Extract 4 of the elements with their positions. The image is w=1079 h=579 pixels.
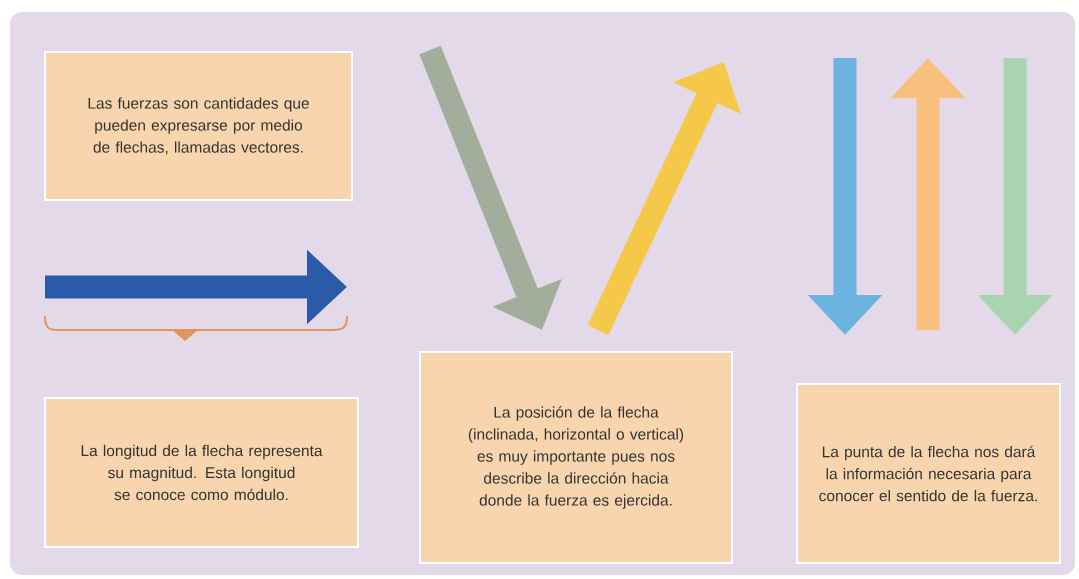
text-box: Las fuerzas son cantidades que pueden expresarse por medio de flechas, llamadas vectores. bbox=[44, 51, 353, 201]
text-box: La posición de la flecha (inclinada, horizontal o vertical) es muy importante pues nos describe la dirección hacia donde la fuerza es ejercida. bbox=[419, 351, 733, 564]
text-box: La longitud de la flecha representa su magnitud. Esta longitud se conoce como módulo. bbox=[44, 397, 359, 548]
text-box: La punta de la flecha nos dará la información necesaria para conocer el sentido de la fuerza. bbox=[796, 383, 1061, 564]
